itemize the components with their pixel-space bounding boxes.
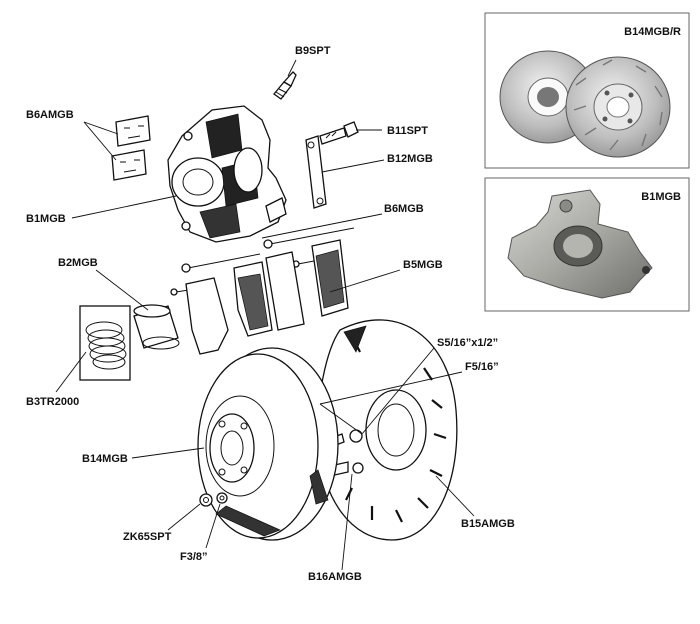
label-s5-16-x1-2: S5/16”x1/2” bbox=[437, 337, 498, 349]
bleed-screw-b9spt bbox=[273, 71, 297, 100]
brake-pads-b5mgb bbox=[185, 239, 349, 355]
part-labels: B9SPT B6AMGB B11SPT B12MGB B1MGB B6MGB B… bbox=[26, 45, 515, 583]
brake-disc-b14mgb bbox=[197, 347, 339, 541]
label-f3-8: F3/8” bbox=[180, 551, 208, 563]
label-b5mgb: B5MGB bbox=[403, 259, 443, 271]
panel-title-b1mgb: B1MGB bbox=[641, 191, 681, 203]
label-b1mgb: B1MGB bbox=[26, 213, 66, 225]
caliper-b1mgb bbox=[167, 105, 287, 243]
label-b2mgb: B2MGB bbox=[58, 257, 98, 269]
label-b9spt: B9SPT bbox=[295, 45, 331, 57]
photo-panel-caliper: B1MGB bbox=[484, 177, 690, 312]
pad-retaining-pins-b6mgb bbox=[170, 227, 355, 296]
photo-panel-drilled-discs: B14MGB/R bbox=[484, 12, 690, 169]
label-b6amgb: B6AMGB bbox=[26, 109, 74, 121]
drilled-disc-front-image bbox=[565, 56, 671, 158]
seal-kit-b3tr2000 bbox=[79, 305, 131, 381]
label-b6mgb: B6MGB bbox=[384, 203, 424, 215]
label-b12mgb: B12MGB bbox=[387, 153, 433, 165]
label-b3tr2000: B3TR2000 bbox=[26, 396, 79, 408]
bolt-b11spt bbox=[319, 121, 359, 145]
piston-b2mgb bbox=[133, 304, 180, 350]
leader-lines bbox=[55, 59, 475, 571]
label-b14mgb: B14MGB bbox=[82, 453, 128, 465]
washer-f3-8 bbox=[216, 492, 228, 504]
caliper-photo-image bbox=[507, 189, 653, 299]
wheel-nut-zk65spt bbox=[199, 493, 213, 507]
anti-squeal-clips-b6amgb bbox=[111, 115, 151, 181]
dust-shield-b15amgb bbox=[317, 319, 458, 541]
label-zk65spt: ZK65SPT bbox=[123, 531, 172, 543]
label-f5-16: F5/16” bbox=[465, 361, 499, 373]
label-b11spt: B11SPT bbox=[387, 125, 428, 137]
locking-plate-b12mgb bbox=[305, 135, 327, 209]
label-b16amgb: B16AMGB bbox=[308, 571, 362, 583]
label-b15amgb: B15AMGB bbox=[461, 518, 515, 530]
panel-title-b14mgb-r: B14MGB/R bbox=[624, 26, 681, 38]
